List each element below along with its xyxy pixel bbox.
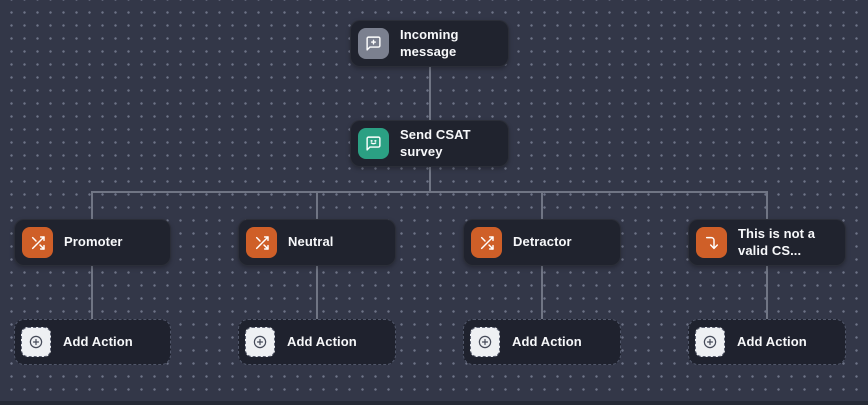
add-action-label: Add Action — [512, 333, 582, 349]
connector-branch-4-stub — [766, 191, 768, 219]
connector-branch-2-stub — [316, 191, 318, 219]
add-action-label: Add Action — [63, 333, 133, 349]
node-send-csat-survey[interactable]: Send CSAT survey — [350, 120, 509, 167]
node-incoming-message[interactable]: Incoming message — [350, 20, 509, 67]
connector-branch-3-stub — [541, 191, 543, 219]
plus-circle-icon — [695, 327, 725, 357]
connector-csat-down — [429, 167, 431, 192]
connector-branch-4-action — [766, 266, 768, 319]
connector-incoming-to-csat — [429, 67, 431, 120]
node-label: This is not a valid CS... — [738, 226, 816, 258]
connector-branch-1-stub — [91, 191, 93, 219]
node-label: Send CSAT survey — [400, 127, 471, 159]
corner-right-down-icon — [696, 227, 727, 258]
add-action-label: Add Action — [737, 333, 807, 349]
add-action-button-detractor[interactable]: Add Action — [463, 319, 621, 365]
connector-branch-horizontal — [91, 191, 767, 193]
shuffle-icon — [22, 227, 53, 258]
connector-branch-1-action — [91, 266, 93, 319]
add-action-button-neutral[interactable]: Add Action — [238, 319, 396, 365]
node-label: Incoming message — [400, 27, 459, 59]
canvas-bottom-edge — [0, 401, 868, 405]
node-branch-neutral[interactable]: Neutral — [238, 219, 396, 266]
shuffle-icon — [471, 227, 502, 258]
add-action-button-invalid-fallback[interactable]: Add Action — [688, 319, 846, 365]
node-label: Neutral — [288, 234, 334, 250]
add-action-button-promoter[interactable]: Add Action — [14, 319, 171, 365]
node-branch-invalid-fallback[interactable]: This is not a valid CS... — [688, 219, 846, 266]
message-square-plus-icon — [358, 28, 389, 59]
node-branch-detractor[interactable]: Detractor — [463, 219, 621, 266]
message-smile-icon — [358, 128, 389, 159]
node-branch-promoter[interactable]: Promoter — [14, 219, 171, 266]
shuffle-icon — [246, 227, 277, 258]
connector-branch-3-action — [541, 266, 543, 319]
connector-branch-2-action — [316, 266, 318, 319]
plus-circle-icon — [470, 327, 500, 357]
plus-circle-icon — [21, 327, 51, 357]
node-label: Detractor — [513, 234, 572, 250]
plus-circle-icon — [245, 327, 275, 357]
add-action-label: Add Action — [287, 333, 357, 349]
node-label: Promoter — [64, 234, 123, 250]
